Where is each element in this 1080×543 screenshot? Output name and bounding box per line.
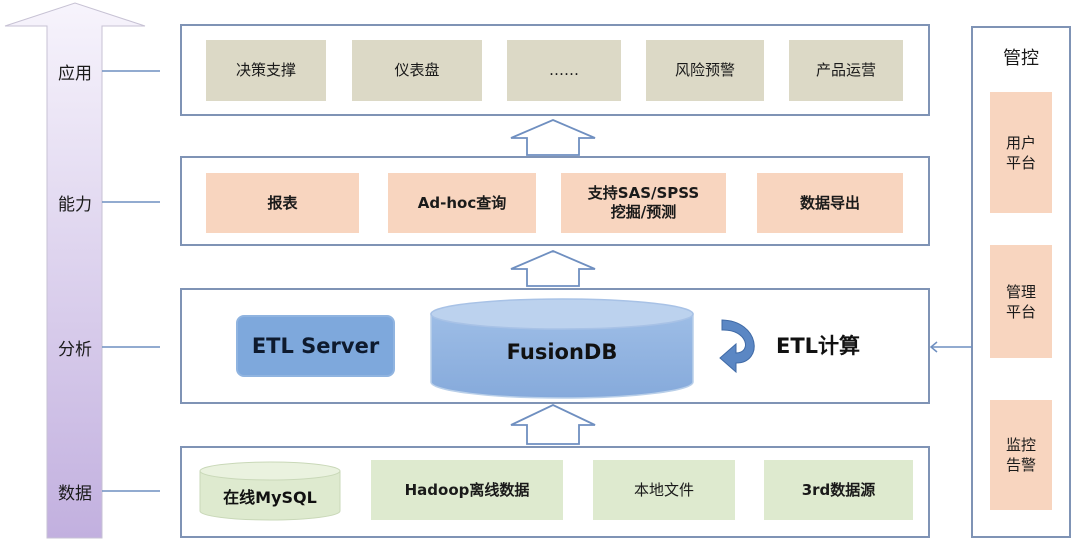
etl-compute-label: ETL计算 [776,334,861,358]
data-item-local-files: 本地文件 [593,460,735,520]
database-label: FusionDB [506,340,618,364]
governance-connector-arrow [929,341,972,353]
vertical-axis-arrow [4,2,160,539]
cap-item-sas-spss: 支持SAS/SPSS 挖掘/预测 [561,173,726,233]
database-cylinder-icon [430,298,694,399]
cap-item-report: 报表 [206,173,359,233]
axis-label-data: 数据 [58,484,92,504]
cap-item-adhoc-query: Ad-hoc查询 [388,173,536,233]
data-item-3rd-source: 3rd数据源 [764,460,913,520]
app-item-decision-support: 决策支撑 [206,40,326,101]
etl-server-box: ETL Server [236,315,395,377]
up-arrow-icon [510,250,596,287]
cap-item-data-export: 数据导出 [757,173,903,233]
axis-label-analysis: 分析 [58,340,92,360]
axis-label-application: 应用 [58,64,92,84]
governance-monitoring-alert: 监控 告警 [990,400,1052,510]
governance-management-platform: 管理 平台 [990,245,1052,358]
governance-title: 管控 [1003,48,1039,69]
governance-user-platform: 用户 平台 [990,92,1052,213]
mysql-cylinder-icon [199,461,341,521]
app-item-risk-warning: 风险预警 [646,40,764,101]
app-item-product-operation: 产品运营 [789,40,903,101]
data-item-hadoop: Hadoop离线数据 [371,460,563,520]
app-item-dashboard: 仪表盘 [352,40,482,101]
cycle-arrow-icon [719,319,755,374]
app-item-ellipsis: …… [507,40,621,101]
axis-label-capability: 能力 [58,195,92,215]
up-arrow-icon [510,404,596,445]
up-arrow-icon [510,119,596,156]
online-mysql-label: 在线MySQL [223,488,317,507]
